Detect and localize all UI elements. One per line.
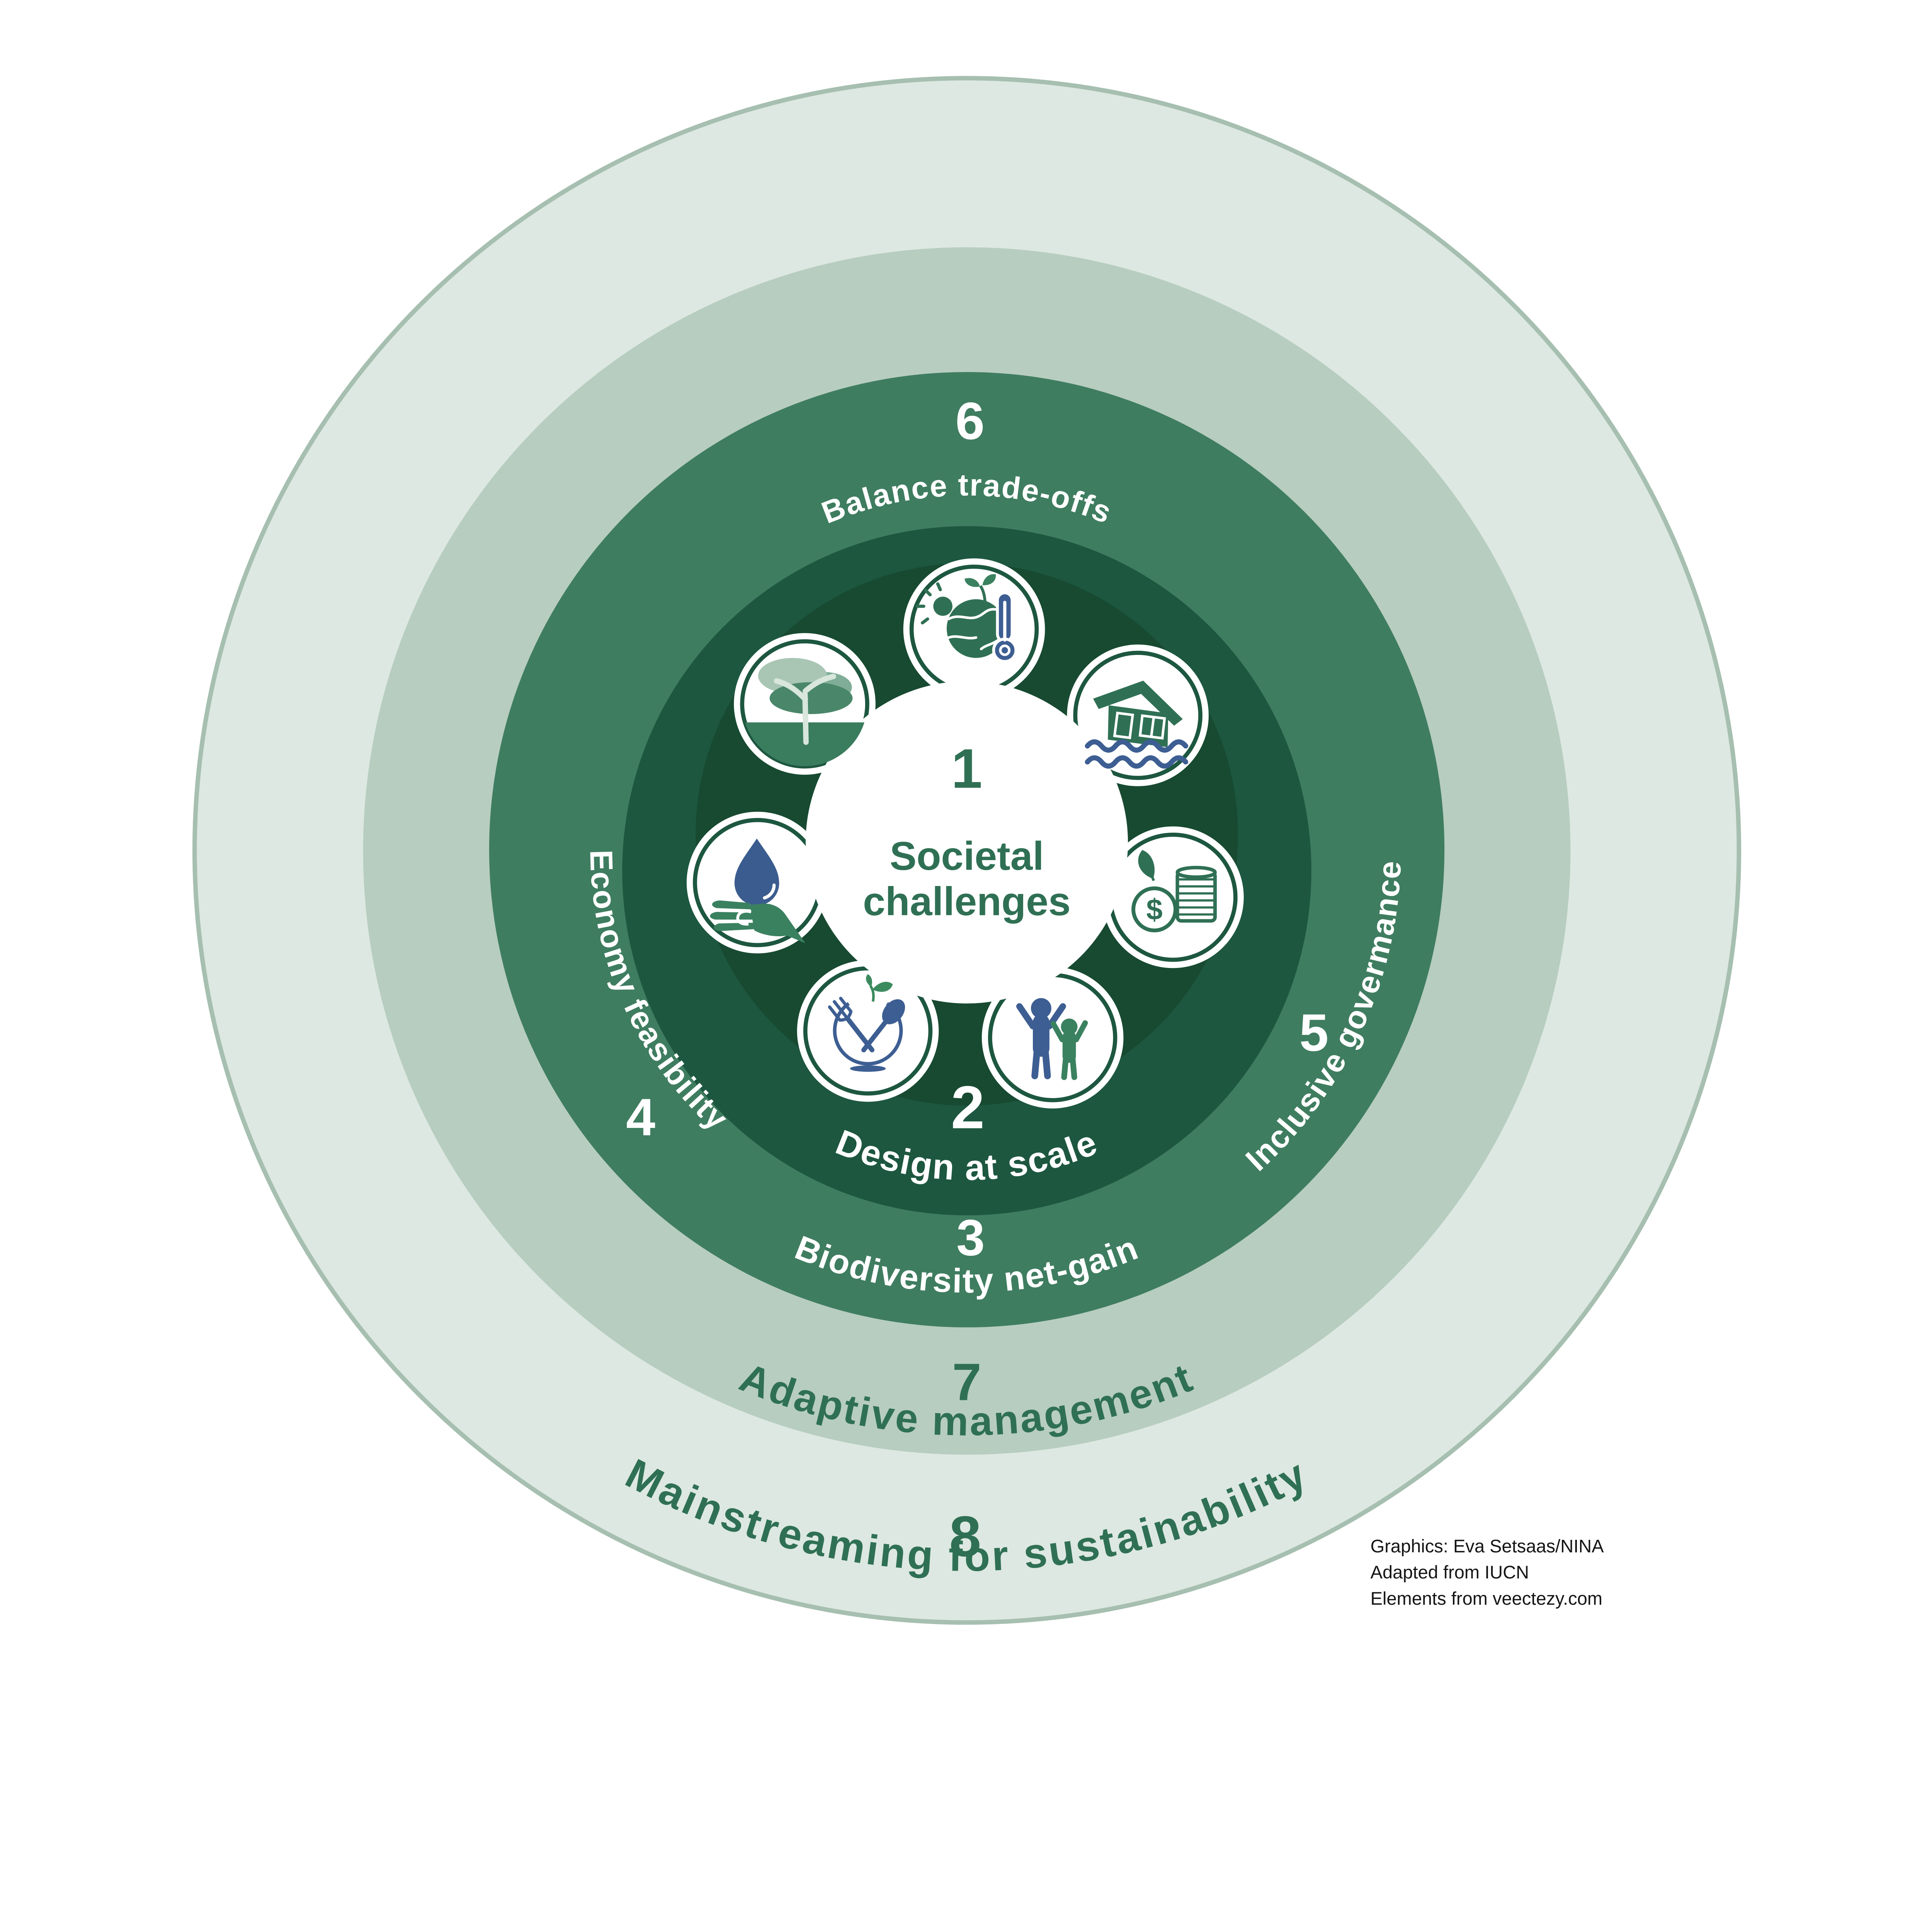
ring-2-number: 2: [951, 1074, 985, 1141]
center-number: 1: [951, 737, 982, 800]
credit-line-graphics: Graphics: Eva Setsaas/NINA: [1371, 1536, 1604, 1556]
credits: Graphics: Eva Setsaas/NINA Adapted from …: [1371, 1536, 1604, 1608]
people-wellbeing-icon: [1016, 998, 1088, 1080]
nbs-criteria-diagram: $: [192, 76, 1742, 1625]
ring-8-number: 8: [949, 1504, 981, 1568]
thermometer-icon: [992, 591, 1017, 663]
hand: [710, 900, 806, 943]
dollar-symbol: $: [1146, 893, 1162, 926]
wave: [1085, 739, 1189, 753]
plate: [833, 1002, 903, 1066]
roof: [1093, 680, 1183, 726]
ring-3-number: 3: [956, 1209, 985, 1266]
ring-7-number: 7: [952, 1352, 981, 1411]
ring-6-number: 6: [955, 391, 985, 450]
water-drop: [734, 838, 779, 906]
trunk: [774, 673, 836, 745]
nbs-criteria-diagram-page: $: [192, 76, 1742, 1625]
credit-line-adapted: Adapted from IUCN: [1371, 1562, 1529, 1582]
ring-5-number: 5: [1299, 1003, 1329, 1062]
ring-4-number: 4: [626, 1088, 655, 1146]
leaf-icon: [872, 981, 893, 992]
food-medallion: [797, 960, 939, 1102]
center-title-line1: Societal: [890, 834, 1044, 879]
center-white-disc: [806, 681, 1128, 1004]
globe-thermometer-icon: [915, 574, 1017, 663]
dollar-coin: [1131, 886, 1178, 932]
spoon-icon: [861, 999, 905, 1053]
sun-icon: [915, 582, 952, 625]
people-medallion: [981, 967, 1124, 1109]
flooded-house-icon: [1085, 680, 1189, 769]
credit-line-elements: Elements from veectezy.com: [1371, 1588, 1602, 1609]
coins-economy-icon: $: [1131, 850, 1217, 932]
tree-ecosystem-icon: [745, 658, 864, 766]
wave: [1085, 755, 1189, 769]
center-title-line2: challenges: [863, 879, 1071, 924]
water-drop-hand-icon: [710, 838, 806, 943]
sprout-stem: [979, 585, 986, 602]
food-security-icon: [828, 974, 905, 1072]
